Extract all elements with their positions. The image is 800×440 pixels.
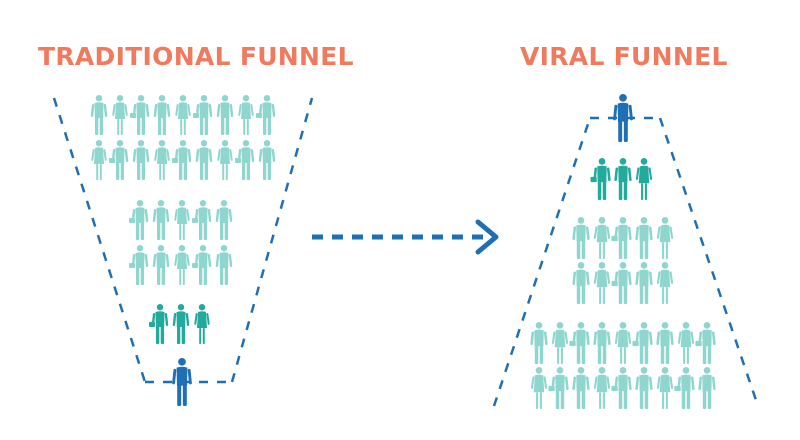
person-icon — [174, 245, 190, 285]
person-icon — [656, 262, 674, 304]
person-icon — [569, 322, 590, 364]
person-icon — [149, 304, 169, 344]
person-icon — [215, 245, 233, 285]
person-icon — [130, 95, 150, 135]
person-icon — [656, 367, 674, 409]
traditional-funnel-left-edge — [52, 97, 147, 383]
viral-funnel-title: VIRAL FUNNEL — [520, 42, 728, 71]
person-icon — [172, 304, 190, 344]
person-icon — [217, 140, 233, 180]
viral-funnel-outline — [492, 116, 760, 407]
person-icon — [593, 262, 611, 304]
person-icon — [548, 367, 569, 409]
person-icon — [172, 140, 192, 180]
person-icon — [614, 322, 632, 364]
person-icon — [656, 217, 674, 259]
person-icon — [572, 367, 590, 409]
person-icon — [614, 158, 632, 200]
person-icon — [695, 322, 716, 364]
person-icon — [572, 262, 590, 304]
person-icon — [677, 322, 695, 364]
traditional-funnel-outline — [52, 97, 314, 384]
person-icon — [258, 140, 276, 180]
person-icon — [238, 95, 254, 135]
person-icon — [572, 217, 590, 259]
viral-funnel-right-edge — [658, 117, 760, 407]
person-icon — [611, 262, 632, 304]
person-icon — [216, 95, 234, 135]
person-icon — [132, 140, 150, 180]
person-icon — [193, 95, 213, 135]
person-icon — [194, 304, 210, 344]
person-icon — [152, 200, 170, 240]
person-icon — [192, 200, 212, 240]
person-icon — [152, 245, 170, 285]
person-icon — [635, 158, 653, 200]
person-icon — [256, 95, 276, 135]
viral-funnel-left-edge — [492, 117, 592, 407]
person-icon — [174, 200, 190, 240]
traditional-funnel-people — [90, 95, 276, 406]
person-icon — [530, 322, 548, 364]
person-icon — [195, 140, 213, 180]
person-icon — [611, 217, 632, 259]
person-icon — [90, 95, 108, 135]
person-icon — [530, 367, 548, 409]
person-icon — [632, 322, 653, 364]
person-icon — [590, 158, 611, 200]
viral-funnel-people — [530, 94, 716, 409]
dashed-arrow-right-icon — [312, 219, 499, 255]
person-icon — [154, 140, 170, 180]
person-icon — [698, 367, 716, 409]
person-icon — [613, 94, 633, 142]
person-icon — [611, 367, 632, 409]
person-icon — [635, 217, 653, 259]
person-icon — [674, 367, 695, 409]
person-icon — [109, 140, 129, 180]
person-icon — [551, 322, 569, 364]
traditional-funnel-title: TRADITIONAL FUNNEL — [38, 42, 354, 71]
person-icon — [172, 358, 192, 406]
person-icon — [129, 245, 149, 285]
traditional-funnel-right-edge — [230, 97, 314, 383]
person-icon — [635, 367, 653, 409]
person-icon — [635, 262, 653, 304]
person-icon — [91, 140, 107, 180]
person-icon — [235, 140, 255, 180]
person-icon — [153, 95, 171, 135]
person-icon — [593, 217, 611, 259]
person-icon — [112, 95, 128, 135]
person-icon — [656, 322, 674, 364]
person-icon — [215, 200, 233, 240]
person-icon — [129, 200, 149, 240]
person-icon — [192, 245, 212, 285]
person-icon — [593, 367, 611, 409]
person-icon — [175, 95, 191, 135]
person-icon — [593, 322, 611, 364]
